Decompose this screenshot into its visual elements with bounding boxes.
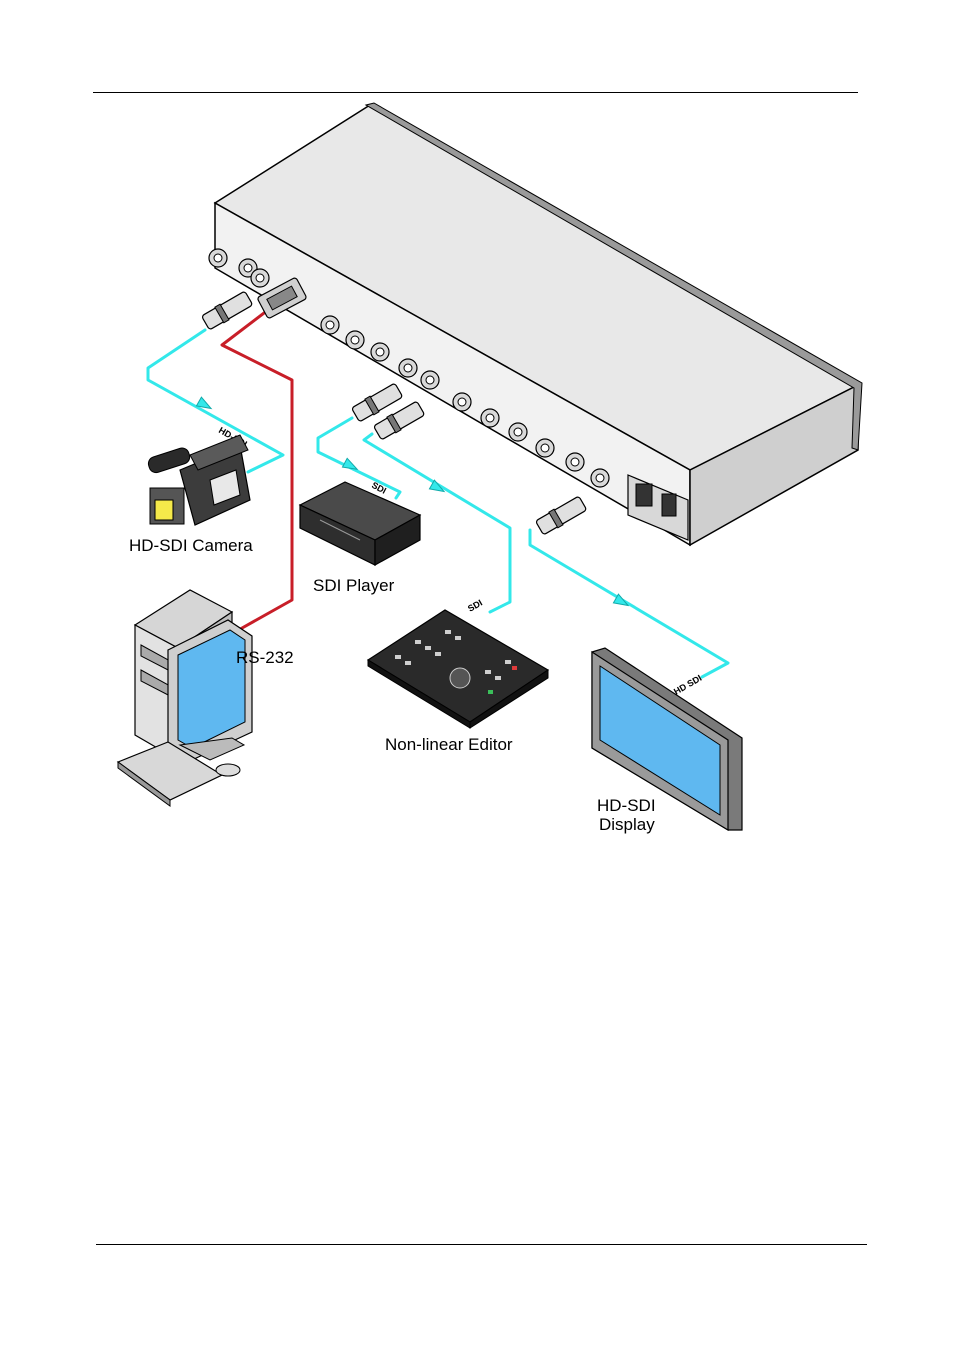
display-icon	[591, 647, 743, 832]
rs232-label: RS-232	[236, 648, 294, 667]
cable-arrows	[195, 396, 630, 607]
editor-sdi-cable	[362, 432, 512, 614]
display-label-line1: HD-SDI	[597, 796, 656, 815]
player-sdi-cable	[316, 416, 402, 500]
cable-plugs	[201, 277, 587, 535]
display-sdi-cable	[528, 528, 730, 679]
editor-cable-label: SDI	[466, 598, 484, 614]
rs232-cable	[220, 308, 294, 634]
camera-icon	[147, 434, 251, 526]
footer-rule	[96, 1244, 867, 1245]
sdi-player-icon	[298, 481, 422, 567]
display-label-line2: Display	[599, 815, 655, 834]
camera-label: HD-SDI Camera	[129, 536, 253, 555]
bnc-connectors	[208, 248, 610, 488]
camera-sdi-cable	[146, 328, 285, 474]
header-rule	[93, 92, 858, 93]
editor-console-icon	[366, 609, 550, 729]
editor-label: Non-linear Editor	[385, 735, 513, 754]
power-inlet	[627, 474, 689, 541]
rack-unit	[213, 102, 863, 547]
display-cable-label: HD SDI	[672, 673, 703, 697]
player-label: SDI Player	[313, 576, 395, 595]
computer-icon	[116, 589, 253, 807]
player-cable-label: SDI	[370, 480, 388, 496]
